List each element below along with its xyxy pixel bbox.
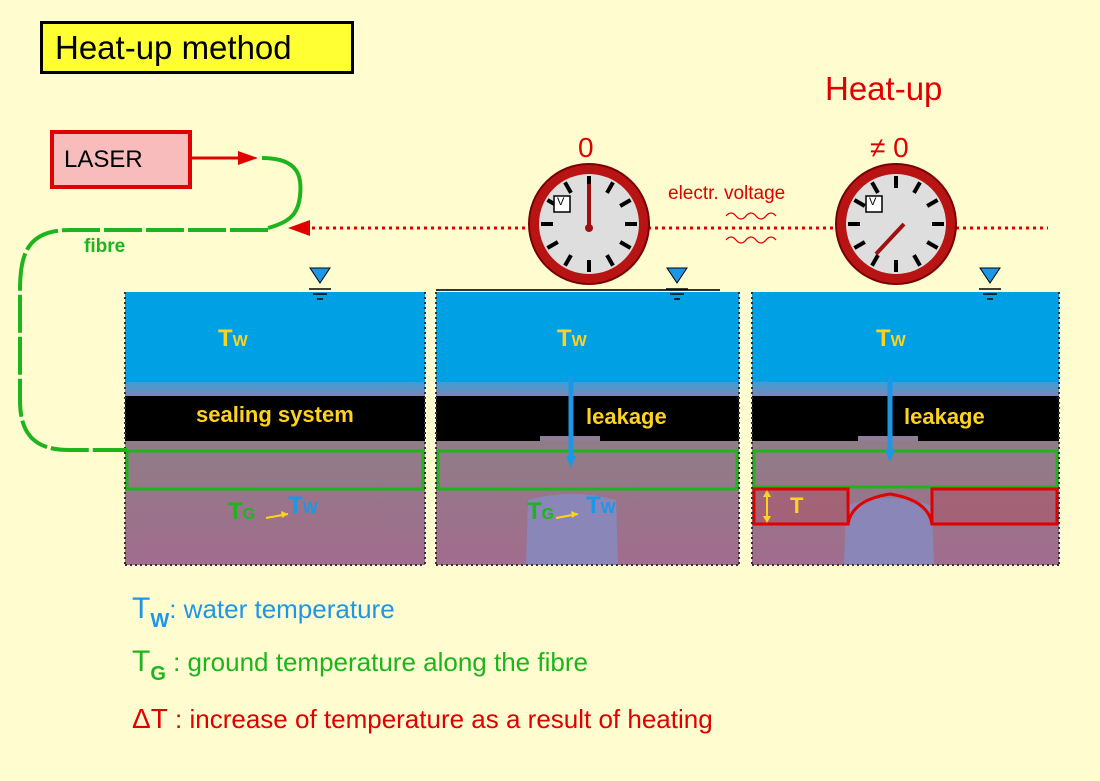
- arrow-tg-tw-head: [571, 511, 578, 518]
- fibre-zone: [752, 449, 1059, 489]
- voltmeter-symbol-2: V: [869, 196, 877, 208]
- water-level-marker-2: [666, 267, 688, 300]
- panel-1-target-temp: TW: [288, 492, 318, 519]
- dial-tick: [926, 198, 939, 208]
- panel-2: [435, 292, 740, 566]
- transition-layer: [752, 382, 1059, 396]
- dial-tick: [605, 181, 615, 194]
- panel-3-leakage-label: leakage: [904, 404, 985, 429]
- fibre-path: [18, 228, 268, 452]
- fibre-loop-top: [261, 156, 303, 230]
- panel-3-water-temp: TW: [876, 325, 906, 352]
- leakage-arrow-head: [885, 450, 895, 462]
- dial-tick: [870, 181, 880, 194]
- water-layer: [752, 292, 1059, 382]
- dial-2-needle: [874, 222, 906, 256]
- panel-1: [124, 292, 426, 566]
- dial-tick: [563, 254, 573, 267]
- transition-layer: [436, 382, 739, 396]
- panel-1-water-temp: TW: [218, 325, 248, 352]
- water-level-marker-1: [309, 267, 331, 300]
- leakage-arrow-head: [566, 456, 576, 468]
- legend-item-ground: TG : ground temperature along the fibre: [132, 645, 588, 685]
- transition-layer: [125, 382, 425, 396]
- fibre-zone: [436, 449, 739, 491]
- dial-tick: [619, 198, 632, 208]
- dial-tick: [912, 181, 922, 194]
- fibre-label: fibre: [84, 236, 126, 257]
- voltmeter-dial-1: [528, 163, 650, 285]
- panel-3: [751, 292, 1060, 566]
- sealing-layer: [125, 396, 425, 441]
- leakage-plume: [844, 498, 934, 565]
- dial-tick: [853, 198, 866, 208]
- dial-tick: [926, 240, 939, 250]
- ground-layer: [125, 441, 425, 565]
- dial-tick: [546, 240, 559, 250]
- dial-tick: [563, 181, 573, 194]
- legend-item-water: TW: water temperature: [132, 592, 395, 632]
- dial-tick: [870, 254, 880, 267]
- panel-3-delta-t: T: [790, 493, 804, 518]
- wave-bottom: [725, 236, 777, 244]
- panel-1-ground-temp: TG: [228, 498, 256, 525]
- dial-2-value: ≠ 0: [870, 132, 909, 163]
- water-level-marker-3: [979, 267, 1001, 300]
- panel-2-water-temp: TW: [557, 325, 587, 352]
- voltmeter-symbol-1: V: [557, 196, 565, 208]
- voltmeter-dial-2: [835, 163, 957, 285]
- dial-tick: [912, 254, 922, 267]
- leakage-plume: [526, 494, 618, 565]
- delta-t-arrow-up: [763, 490, 771, 497]
- panel-2-ground-temp: TG: [527, 498, 555, 525]
- sealing-layer: [752, 396, 1059, 441]
- panel-2-target-temp: TW: [586, 492, 616, 519]
- panel-2-leakage-label: leakage: [586, 404, 667, 429]
- delta-t-arrow-down: [763, 516, 771, 523]
- heat-up-label: Heat-up: [825, 70, 943, 107]
- voltage-label: electr. voltage: [668, 183, 786, 204]
- heated-zone-dip: [846, 489, 934, 525]
- wave-top: [725, 212, 777, 220]
- legend-item-heating: ΔT : increase of temperature as a result…: [132, 703, 713, 734]
- heated-zone-right: [930, 487, 1059, 526]
- arrow-tg-tw-head: [281, 511, 288, 518]
- dial-1-value: 0: [578, 132, 594, 163]
- title-box: Heat-up method: [40, 21, 354, 74]
- sealing-system-label: sealing system: [196, 402, 354, 427]
- water-layer: [436, 292, 739, 382]
- laser-box: LASER: [50, 130, 192, 189]
- fibre-zone: [125, 449, 425, 491]
- voltage-line-arrow: [288, 220, 310, 236]
- dial-tick: [605, 254, 615, 267]
- dial-tick: [619, 240, 632, 250]
- water-layer: [125, 292, 425, 382]
- dial-tick: [853, 240, 866, 250]
- laser-arrow-head: [238, 151, 258, 165]
- sealing-layer: [436, 396, 739, 441]
